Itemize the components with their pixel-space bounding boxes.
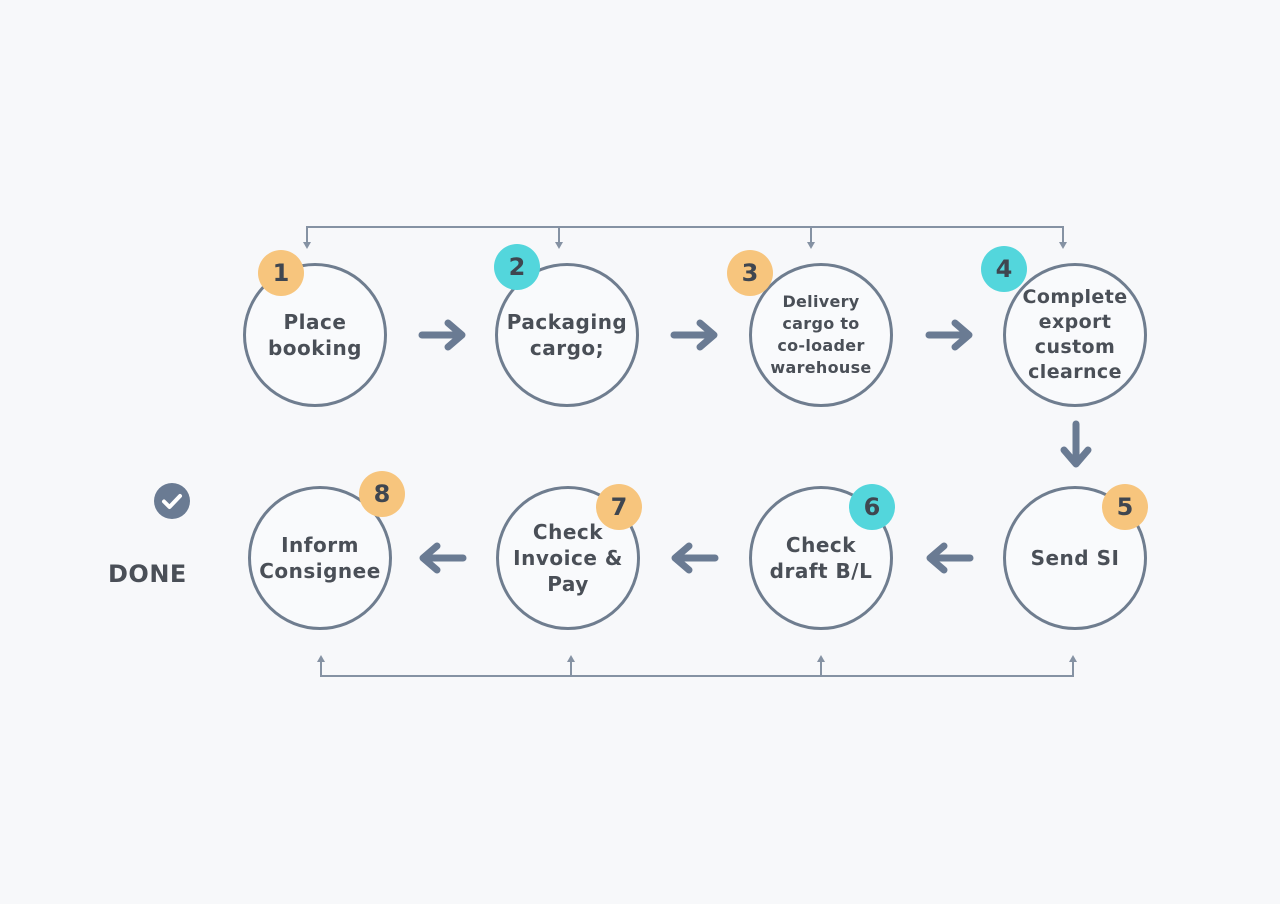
step-4-label: Complete export custom clearnce <box>1022 286 1128 383</box>
arrow-right-icon <box>925 319 973 351</box>
step-3-badge: 3 <box>727 250 773 296</box>
step-2-label: Packaging cargo; <box>506 310 628 360</box>
step-1-label: Place booking <box>267 310 362 360</box>
check-circle-icon <box>154 483 190 519</box>
flow-arrows <box>418 319 1092 574</box>
step-3-label: Delivery cargo to co-loader warehouse <box>770 292 872 377</box>
step-1-badge: 1 <box>258 250 304 296</box>
arrow-right-icon <box>418 319 466 351</box>
step-2-badge: 2 <box>494 244 540 290</box>
arrow-down-icon <box>1060 420 1092 468</box>
arrow-left-icon <box>926 542 974 574</box>
step-4-circle: Complete export custom clearnce <box>1003 263 1147 407</box>
step-4-badge: 4 <box>981 246 1027 292</box>
bottom-bracket <box>320 659 1074 677</box>
arrow-left-icon <box>671 542 719 574</box>
step-8-badge: 8 <box>359 471 405 517</box>
step-7-label: Check Invoice & Pay <box>513 520 623 596</box>
top-bracket <box>306 226 1064 246</box>
step-6-label: Check draft B/L <box>769 533 873 583</box>
step-6-badge: 6 <box>849 484 895 530</box>
done-label: DONE <box>108 560 187 588</box>
arrow-left-icon <box>419 542 467 574</box>
step-8-label: Inform Consignee <box>259 533 381 583</box>
step-7-badge: 7 <box>596 484 642 530</box>
step-5-label: Send SI <box>1030 546 1120 570</box>
arrow-right-icon <box>670 319 718 351</box>
step-5-badge: 5 <box>1102 484 1148 530</box>
step-3-circle: Delivery cargo to co-loader warehouse <box>749 263 893 407</box>
